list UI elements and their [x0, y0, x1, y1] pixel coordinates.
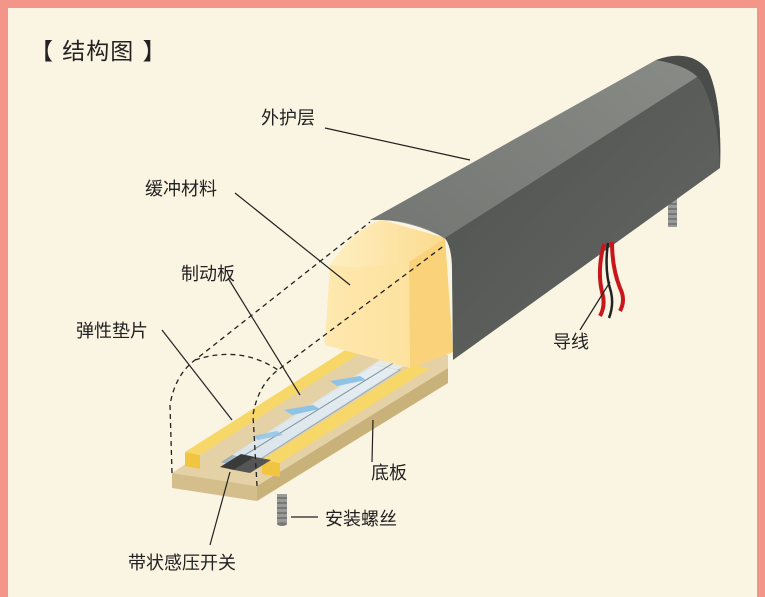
elastic-pad-left [185, 347, 365, 469]
outer-cover [370, 55, 721, 360]
cutaway-outline [169, 221, 446, 487]
tape-switch [220, 454, 271, 473]
front-screw [277, 494, 287, 526]
wires [597, 241, 625, 319]
leader-lines [161, 127, 611, 546]
cushion-foam [325, 220, 453, 368]
label-tape-switch: 带状感压开关 [128, 553, 236, 574]
label-elastic-pad: 弹性垫片 [76, 321, 148, 342]
diagram-title: 【 结构图 】 [30, 39, 167, 65]
label-brake-plate: 制动板 [181, 264, 235, 285]
label-outer-layer: 外护层 [261, 108, 315, 129]
label-base-plate: 底板 [371, 463, 407, 484]
switch-clips [252, 376, 366, 440]
elastic-pad-right [262, 365, 430, 477]
label-wire: 导线 [553, 332, 589, 353]
label-cushion: 缓冲材料 [145, 179, 217, 200]
label-mounting-screw: 安装螺丝 [325, 509, 397, 530]
